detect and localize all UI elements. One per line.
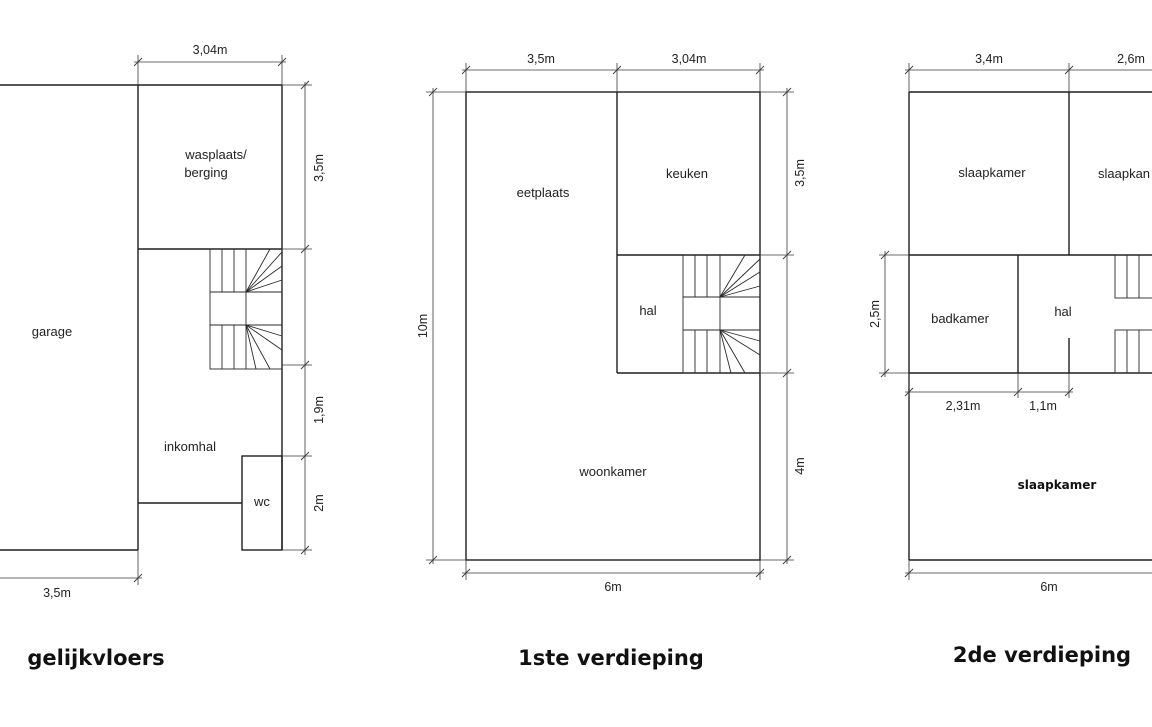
dim-ground-top: 3,04m: [193, 43, 228, 57]
dim-first-right-lower: 4m: [793, 457, 807, 474]
room-label-slaapkamer-left: slaapkamer: [958, 165, 1026, 180]
dim-first-bottom: 6m: [604, 580, 621, 594]
ground-floor-dimensions: [0, 55, 312, 585]
caption-first-floor: 1ste verdieping: [518, 646, 704, 670]
dim-first-left: 10m: [416, 314, 430, 338]
room-label-garage: garage: [32, 324, 72, 339]
dim-second-top-left: 3,4m: [975, 52, 1003, 66]
dim-second-bottom: 6m: [1040, 580, 1057, 594]
dim-first-top-right: 3,04m: [672, 52, 707, 66]
second-floor-plan: slaapkamer slaapkan badkamer hal slaapka…: [868, 52, 1152, 667]
dim-second-mid-left: 2,31m: [946, 399, 981, 413]
room-label-woonkamer: woonkamer: [578, 464, 647, 479]
dim-ground-right-lower: 2m: [312, 494, 326, 511]
ground-floor-plan: garage wasplaats/ berging inkomhal wc: [0, 43, 326, 670]
dim-ground-bottom: 3,5m: [43, 586, 71, 600]
dim-ground-right-mid: 1,9m: [312, 396, 326, 424]
dim-second-left: 2,5m: [868, 300, 882, 328]
dim-ground-right-upper: 3,5m: [312, 154, 326, 182]
room-label-wasplaats: wasplaats/: [184, 147, 247, 162]
dim-second-top-right: 2,6m: [1117, 52, 1145, 66]
second-floor-stairs: [1114, 254, 1152, 374]
first-floor-walls: [465, 91, 761, 561]
second-floor-walls: [908, 91, 1152, 561]
caption-ground-floor: gelijkvloers: [27, 646, 164, 670]
second-floor-dimensions: [879, 63, 1152, 580]
first-floor-plan: eetplaats keuken hal woonkamer: [416, 52, 807, 670]
first-floor-stairs: [682, 254, 761, 374]
room-label-slaapkamer-right: slaapkan: [1098, 166, 1150, 181]
room-label-slaapkamer-bottom: slaapkamer: [1018, 478, 1097, 492]
dim-first-right-upper: 3,5m: [793, 159, 807, 187]
dim-first-top-left: 3,5m: [527, 52, 555, 66]
room-label-hal-second: hal: [1054, 304, 1071, 319]
room-label-berging: berging: [184, 165, 227, 180]
room-label-eetplaats: eetplaats: [517, 185, 570, 200]
dim-second-mid-right: 1,1m: [1029, 399, 1057, 413]
room-label-badkamer: badkamer: [931, 311, 989, 326]
caption-second-floor: 2de verdieping: [953, 643, 1131, 667]
room-label-hal-first: hal: [639, 303, 656, 318]
ground-floor-stairs: [209, 248, 283, 370]
room-label-inkomhal: inkomhal: [164, 439, 216, 454]
first-floor-dimensions: [426, 63, 794, 580]
room-label-wc: wc: [253, 494, 270, 509]
room-label-keuken: keuken: [666, 166, 708, 181]
